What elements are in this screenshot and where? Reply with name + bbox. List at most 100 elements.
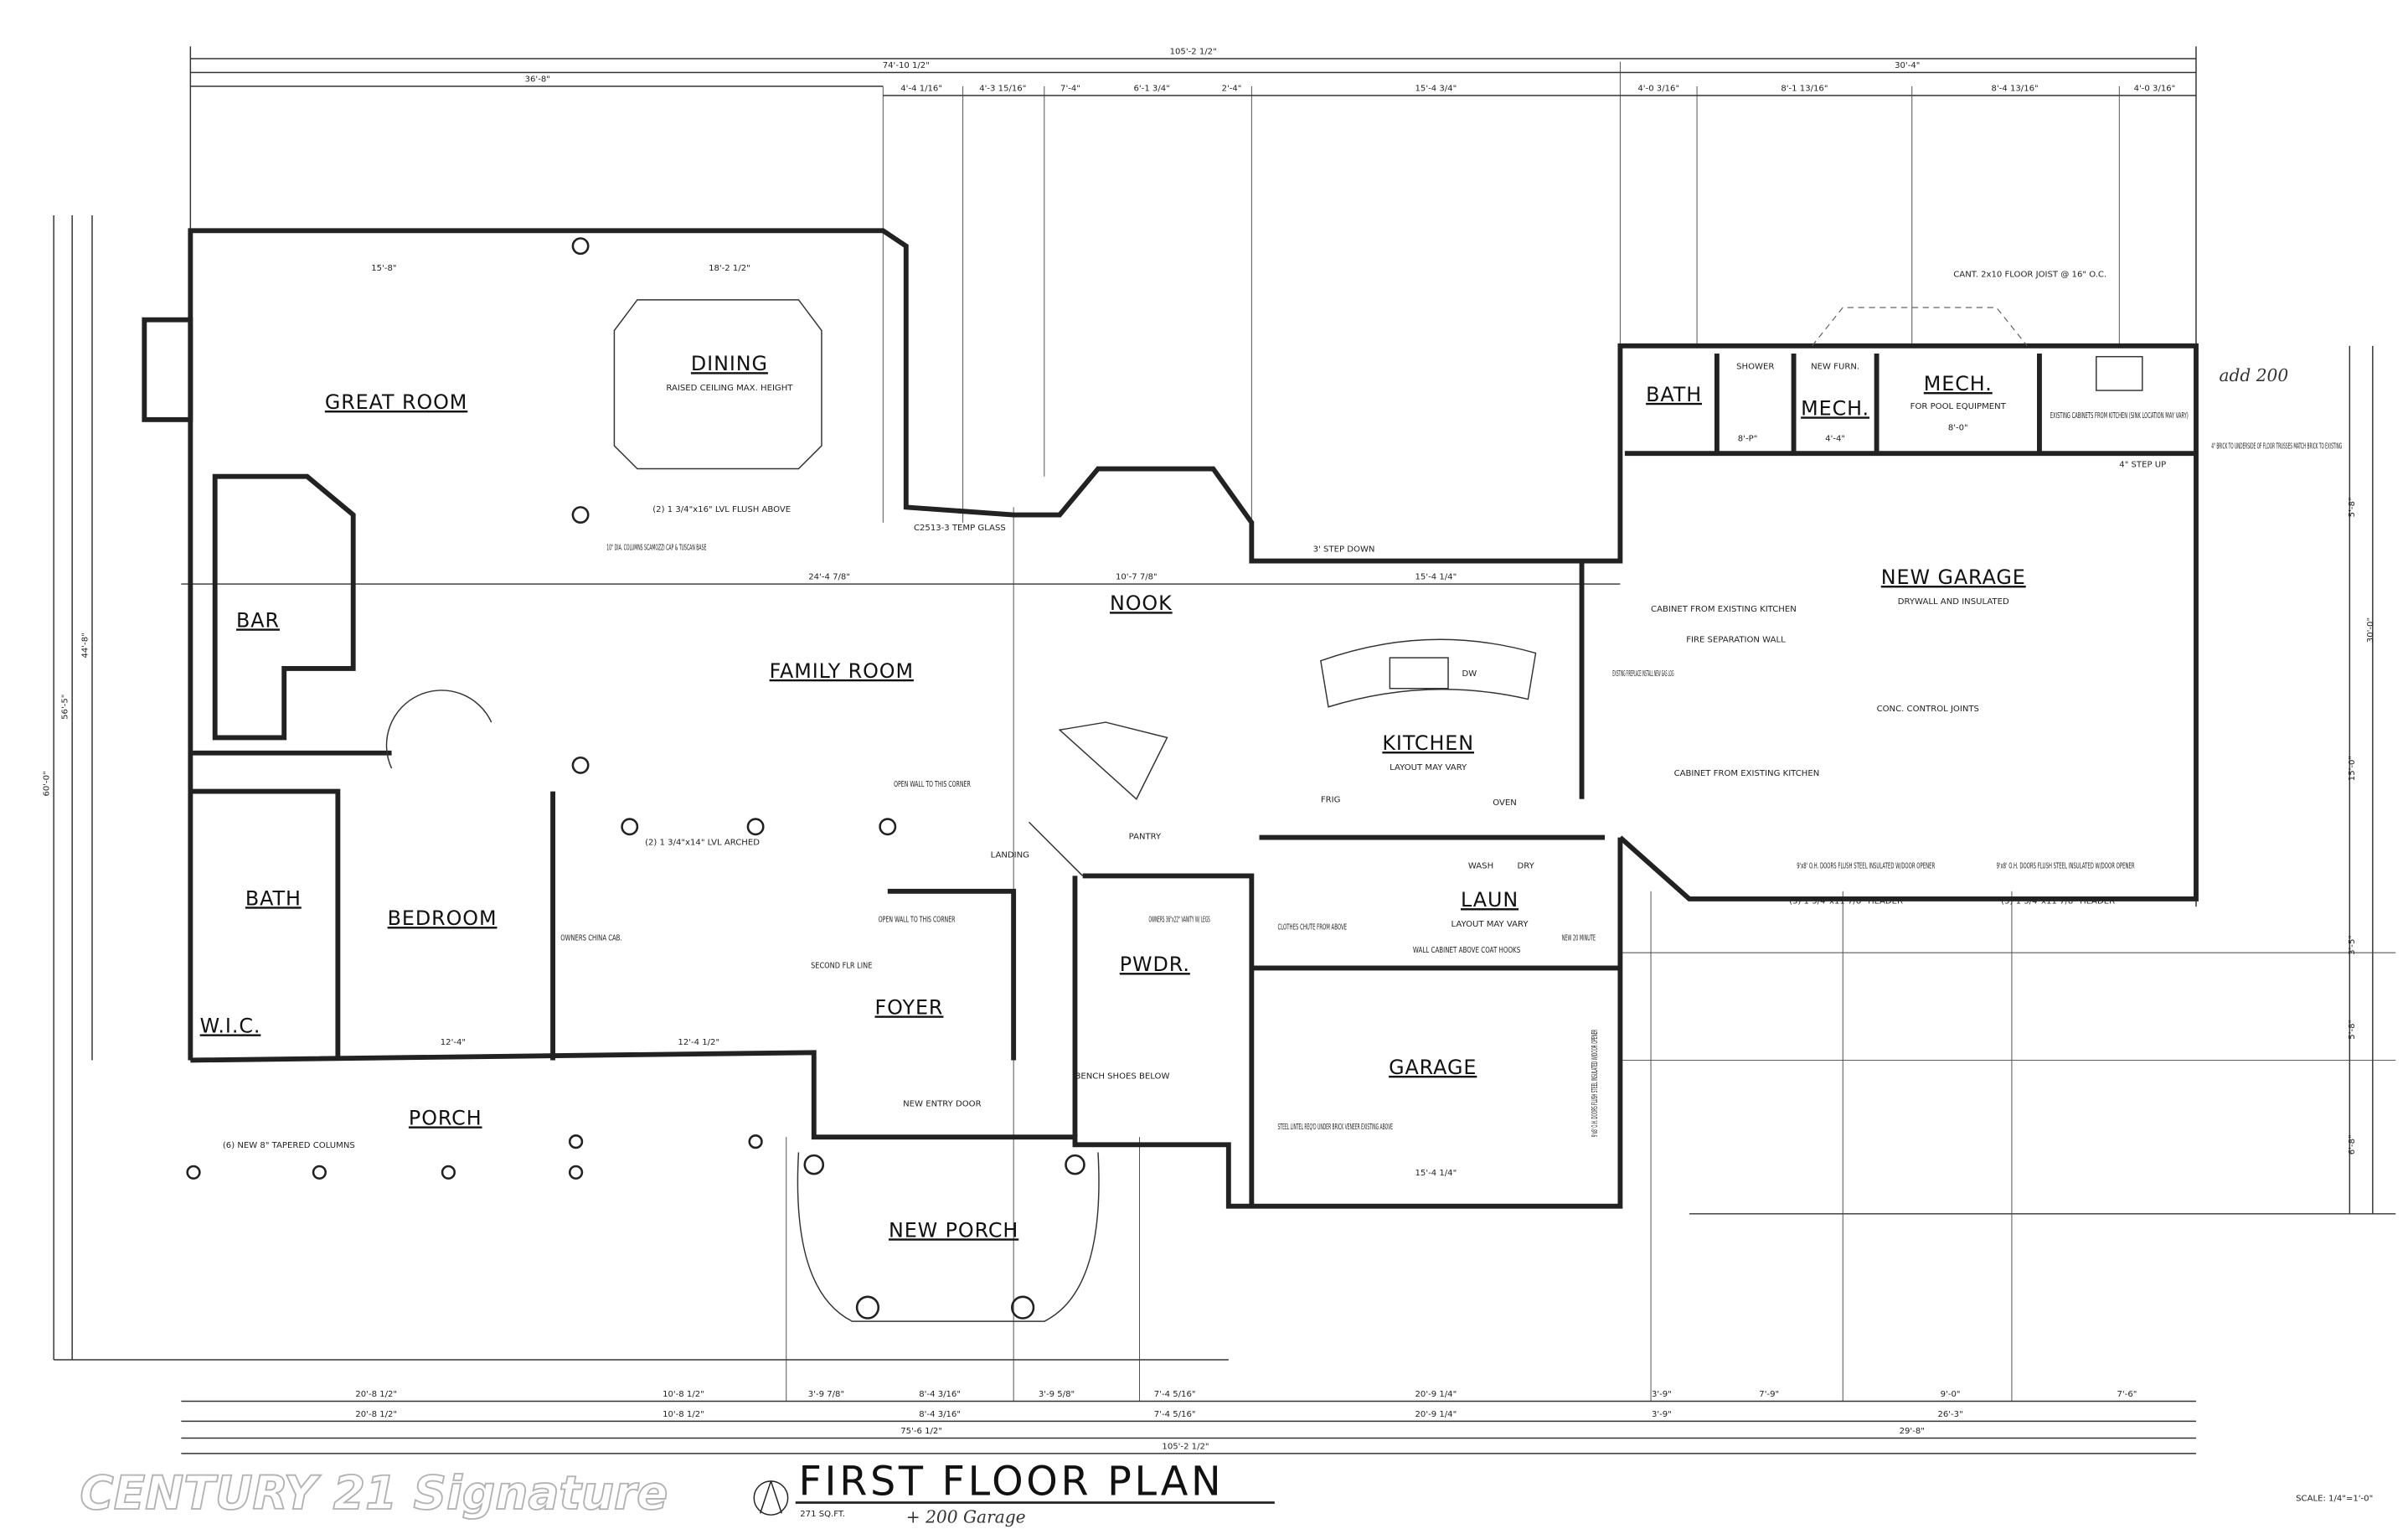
room-mech: MECH. <box>1801 396 1869 420</box>
room-nook: NOOK <box>1110 591 1173 615</box>
note-temp-glass: C2513-3 TEMP GLASS <box>914 524 1006 533</box>
note-new-entry: NEW ENTRY DOOR <box>903 1099 981 1108</box>
dimension-label: 7'-4 5/16" <box>1154 1390 1196 1399</box>
dimension-label: 8'-P" <box>1738 435 1758 444</box>
notes: CANT. 2x10 FLOOR JOIST @ 16" O.C. EXISTI… <box>223 270 2342 1150</box>
dimension-label: 7'-4" <box>1060 84 1080 93</box>
note-bench: BENCH SHOES BELOW <box>1075 1072 1169 1081</box>
dimension-label: 2'-4" <box>1222 84 1242 93</box>
dimension-label: 10'-8 1/2" <box>663 1410 704 1419</box>
dimension-label: 10'-8 1/2" <box>663 1390 704 1399</box>
dimension-label: 74'-10 1/2" <box>883 61 930 70</box>
note-second-floor-line: SECOND FLR LINE <box>811 961 872 970</box>
dimension-label: 105'-2 1/2" <box>1170 47 1217 56</box>
kitchen-note: LAYOUT MAY VARY <box>1390 763 1467 772</box>
room-new-porch: NEW PORCH <box>889 1218 1018 1242</box>
dimension-label: 18'-2 1/2" <box>709 264 750 273</box>
note-wall-cabinet: WALL CABINET ABOVE COAT HOOKS <box>1413 946 1520 955</box>
note-oh-doors-1: 9'x8' O.H. DOORS FLUSH STEEL INSULATED W… <box>1797 861 1935 870</box>
title-block: FIRST FLOOR PLAN 271 SQ.FT. + 200 Garage… <box>79 365 2373 1526</box>
dimension-label: 29'-8" <box>1900 1427 1925 1436</box>
dimension-label: 15'-8" <box>371 264 396 273</box>
note-wash: WASH <box>1468 861 1493 870</box>
note-owners-vanity: OWNERS 36"x22" VANITY W/ LEGS <box>1148 915 1209 924</box>
note-control-joints: CONC. CONTROL JOINTS <box>1877 705 1979 714</box>
note-new-20min: NEW 20 MINUTE <box>1562 933 1596 943</box>
note-step-up: 4" STEP UP <box>2119 461 2166 470</box>
handwritten-add: add 200 <box>2219 365 2288 385</box>
note-steel-lintel: STEEL LINTEL REQ'D UNDER BRICK VENEER EX… <box>1278 1123 1394 1132</box>
dimension-label: 4'-4 1/16" <box>900 84 942 93</box>
shower: SHOWER <box>1736 362 1774 371</box>
dimension-label: 9'-0" <box>1941 1390 1961 1399</box>
room-bedroom: BEDROOM <box>388 907 498 930</box>
dimension-label: 6'-8" <box>2348 1134 2357 1154</box>
dimension-label: 3'-9 5/8" <box>1039 1390 1075 1399</box>
dimension-label: 4'-0 3/16" <box>1637 84 1679 93</box>
dimension-label: 20'-8 1/2" <box>355 1410 397 1419</box>
laun-note: LAYOUT MAY VARY <box>1452 920 1529 929</box>
dimension-label: 15'-4 1/4" <box>1415 1169 1457 1178</box>
dimension-label: 3'-9" <box>1652 1410 1672 1419</box>
dimension-label: 3'-9" <box>1652 1390 1672 1399</box>
columns <box>186 237 1085 1320</box>
dimension-label: 7'-6" <box>2117 1390 2137 1399</box>
dimension-label: 15'-4 1/4" <box>1415 573 1457 582</box>
dimension-label: 30'-0" <box>2366 617 2375 643</box>
dimension-label: 7'-9" <box>1759 1390 1779 1399</box>
note-frig: FRIG <box>1321 795 1341 804</box>
dimension-label: 20'-8 1/2" <box>355 1390 397 1399</box>
dimension-label: 26'-3" <box>1937 1410 1962 1419</box>
room-new-garage: NEW GARAGE <box>1881 566 2026 589</box>
dimension-label: 10'-7 7/8" <box>1116 573 1158 582</box>
room-pwdr: PWDR. <box>1120 953 1190 976</box>
note-dw: DW <box>1462 669 1477 679</box>
dimension-label: 105'-2 1/2" <box>1162 1442 1209 1451</box>
room-great-room: GREAT ROOM <box>325 390 467 414</box>
dimension-label: 5'-8" <box>2348 1020 2357 1040</box>
room-bar: BAR <box>236 608 280 632</box>
note-cabinet-kitchen-2: CABINET FROM EXISTING KITCHEN <box>1674 769 1820 778</box>
plan-title: FIRST FLOOR PLAN <box>798 1459 1224 1505</box>
dimension-label: 4'-4" <box>1825 435 1845 444</box>
note-landing: LANDING <box>991 850 1029 860</box>
note-open-wall-2: OPEN WALL TO THIS CORNER <box>879 915 956 924</box>
watermark-logo: CENTURY 21 Signature <box>80 1466 668 1520</box>
area-note: 271 SQ.FT. <box>800 1510 845 1519</box>
dimension-label: 56'-5" <box>61 695 70 720</box>
dimension-label: 4'-0 3/16" <box>2134 84 2176 93</box>
dimension-label: 15'-4 3/4" <box>1415 84 1457 93</box>
dimension-label: 8'-4 3/16" <box>919 1410 961 1419</box>
note-brick: 4" BRICK TO UNDERSIDE OF FLOOR TRUSSES M… <box>2211 442 2342 452</box>
room-laun: LAUN <box>1461 888 1519 912</box>
note-step-down: 3' STEP DOWN <box>1313 545 1375 555</box>
handwritten-area: + 200 Garage <box>906 1506 1026 1526</box>
note-columns: (6) NEW 8" TAPERED COLUMNS <box>223 1141 355 1150</box>
note-lvl-flush: (2) 1 3/4"x16" LVL FLUSH ABOVE <box>652 505 791 514</box>
north-arrow-icon <box>753 1480 789 1516</box>
dimension-label: 20'-9 1/4" <box>1415 1390 1457 1399</box>
dimension-label: 8'-0" <box>1948 424 1968 433</box>
dimension-label: 12'-4" <box>441 1038 466 1047</box>
note-clothes-chute: CLOTHES CHUTE FROM ABOVE <box>1278 923 1348 932</box>
room-kitchen: KITCHEN <box>1382 731 1474 755</box>
note-oven: OVEN <box>1493 798 1517 808</box>
dining-note: RAISED CEILING MAX. HEIGHT <box>666 384 793 393</box>
dimension-labels: 105'-2 1/2" 74'-10 1/2" 36'-8" 30'-4" 4'… <box>43 47 2375 1451</box>
dimension-label: 44'-8" <box>81 633 90 658</box>
note-garage-doors: 9'x8' O.H. DOORS FLUSH STEEL INSULATED W… <box>1591 1030 1600 1137</box>
dimension-lines <box>53 46 2396 1454</box>
note-lvl-arched: (2) 1 3/4"x14" LVL ARCHED <box>645 839 760 848</box>
room-dining: DINING <box>691 352 768 375</box>
new-furn: NEW FURN. <box>1811 362 1859 371</box>
note-fire-separation: FIRE SEPARATION WALL <box>1686 636 1786 645</box>
dimension-label: 8'-1 13/16" <box>1781 84 1828 93</box>
room-garage: GARAGE <box>1389 1056 1477 1079</box>
room-mech-pool: MECH. <box>1924 372 1993 395</box>
note-oh-doors-2: 9'x8' O.H. DOORS FLUSH STEEL INSULATED W… <box>1997 861 2135 870</box>
dimension-label: 30'-4" <box>1895 61 1920 70</box>
scale-note: SCALE: 1/4"=1'-0" <box>2296 1495 2373 1504</box>
note-dia-column: 10" DIA. COLUMNS SCAMOZZI CAP & TUSCAN B… <box>606 544 706 553</box>
dimension-label: 60'-0" <box>43 771 52 796</box>
dimension-label: 6'-1 3/4" <box>1134 84 1170 93</box>
